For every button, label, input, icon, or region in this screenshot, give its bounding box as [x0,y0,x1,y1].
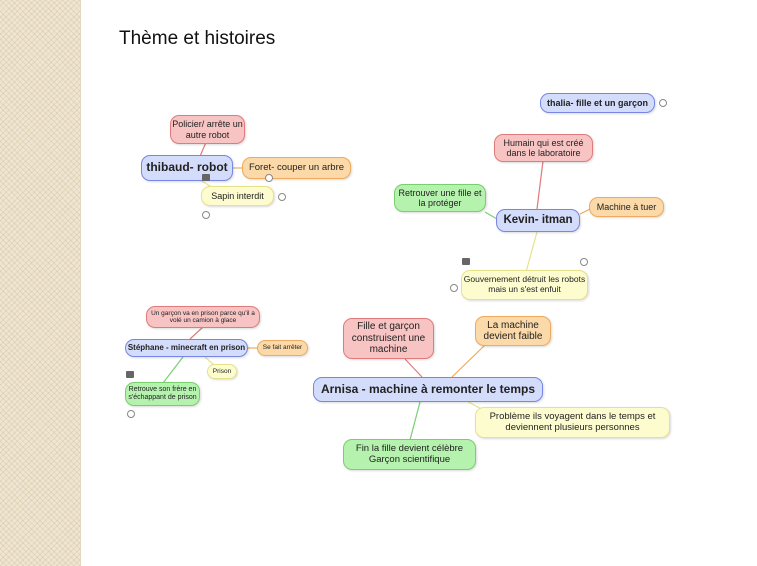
link-arnisa-fin [409,401,421,441]
node-thalia[interactable]: thalia- fille et un garçon [540,93,655,113]
node-gouvernement[interactable]: Gouvernement détruit les robots mais un … [461,270,588,300]
expand-icon[interactable] [450,284,458,292]
link-arnisa-faible [451,344,486,378]
collapse-handle-icon[interactable] [202,174,210,181]
node-sapin[interactable]: Sapin interdit [201,186,274,206]
node-se-fait-arreter[interactable]: Se fait arrêter [257,340,308,356]
node-foret[interactable]: Foret- couper un arbre [242,157,351,179]
node-garcon-prison[interactable]: Un garçon va en prison parce qu'il a vol… [146,306,260,328]
link-kevin-gouvernement [525,231,538,273]
node-prison[interactable]: Prison [207,364,237,379]
link-arnisa-fille [404,358,423,378]
node-humain[interactable]: Humain qui est créé dans le laboratoire [494,134,593,162]
node-arnisa[interactable]: Arnisa - machine à remonter le temps [313,377,543,402]
link-stephane-garcon [189,326,204,340]
expand-icon[interactable] [202,211,210,219]
decorative-side-strip [0,0,81,566]
collapse-handle-icon[interactable] [462,258,470,265]
node-frere[interactable]: Retrouve son frère en s'échappant de pri… [125,382,200,406]
expand-icon[interactable] [580,258,588,266]
node-stephane[interactable]: Stéphane - minecraft en prison [125,339,248,357]
link-stephane-frere [162,356,184,384]
collapse-handle-icon[interactable] [126,371,134,378]
node-retrouver[interactable]: Retrouver une fille et la protéger [394,184,486,212]
node-fille-garcon[interactable]: Fille et garçon construisent une machine [343,318,434,359]
node-machine-faible[interactable]: La machine devient faible [475,316,551,346]
expand-icon[interactable] [265,174,273,182]
link-kevin-retrouver [484,211,498,220]
slide-title: Thème et histoires [119,28,276,49]
expand-icon[interactable] [659,99,667,107]
link-stephane-prison [204,356,215,366]
node-fin[interactable]: Fin la fille devient célèbre Garçon scie… [343,439,476,470]
node-kevin-itman[interactable]: Kevin- itman [496,209,580,232]
node-probleme[interactable]: Problème ils voyagent dans le temps et d… [475,407,670,438]
link-kevin-humain [536,160,544,210]
expand-icon[interactable] [127,410,135,418]
node-policier[interactable]: Policier/ arrête un autre robot [170,115,245,144]
link-kevin-machine [579,208,591,215]
node-thibaud-robot[interactable]: thibaud- robot [141,155,233,181]
expand-icon[interactable] [278,193,286,201]
node-machine-tuer[interactable]: Machine à tuer [589,197,664,217]
